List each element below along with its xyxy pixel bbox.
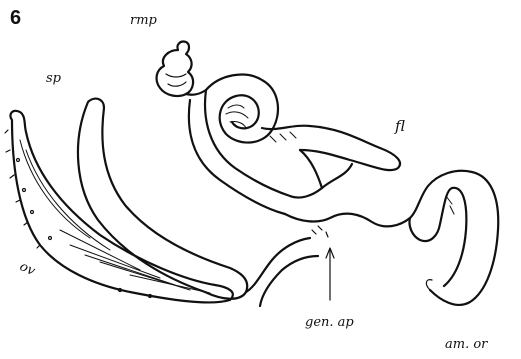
label-am-or: am. or: [445, 337, 488, 352]
label-gen-ap: gen. ap: [305, 315, 354, 330]
figure-number: 6: [10, 7, 21, 29]
ovary-shape: [5, 111, 233, 303]
gen-ap-pointer: [326, 248, 334, 300]
label-ov: ov: [17, 259, 38, 279]
label-sp: sp: [46, 71, 62, 86]
label-fl: fl: [394, 117, 405, 135]
coiled-tube: [189, 75, 400, 214]
receptaculum-structure: [157, 42, 206, 96]
label-rmp: rmp: [130, 13, 158, 28]
right-hooked-tube: [409, 171, 498, 305]
genital-aperture-junction: [246, 150, 410, 306]
